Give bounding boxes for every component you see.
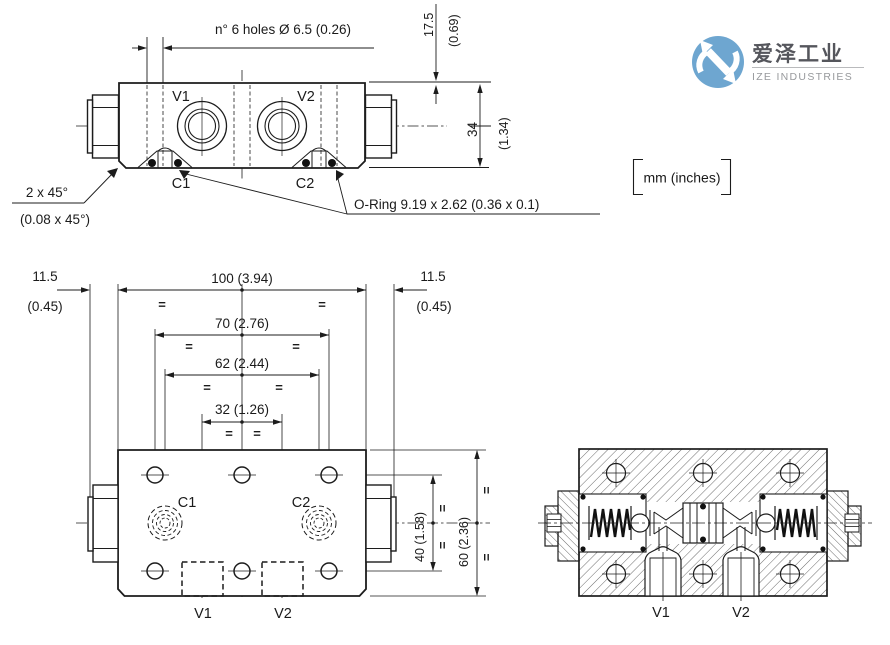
port-v1-label-top: V1 <box>172 89 190 105</box>
port-v2-label-top: V2 <box>297 89 315 105</box>
symmetry-mark: = <box>435 541 450 549</box>
port-v2-label-section: V2 <box>732 605 750 621</box>
symmetry-mark: = <box>158 297 166 312</box>
company-name-en: IZE INDUSTRIES <box>752 71 853 83</box>
o-ring-dots <box>148 159 336 167</box>
hex-nut-left-bottom <box>92 484 119 563</box>
dim-label-11-5-left-in: (0.45) <box>27 299 62 314</box>
dim-label-17-5-in: (0.69) <box>447 14 461 47</box>
hex-nut-left <box>91 94 120 159</box>
oring-note-label: O-Ring 9.19 x 2.62 (0.36 x 0.1) <box>354 197 539 212</box>
dim-label-chamfer-mm: 2 x 45° <box>26 185 68 200</box>
hex-nut-right <box>364 94 393 159</box>
dim-label-62: 62 (2.44) <box>215 356 269 371</box>
port-v2-outline <box>261 561 304 597</box>
dim-label-holes: n° 6 holes Ø 6.5 (0.26) <box>215 22 351 37</box>
dim-label-100: 100 (3.94) <box>211 271 273 286</box>
port-c2-label-top: C2 <box>296 176 315 192</box>
port-v2-label-bottom: V2 <box>274 606 292 622</box>
port-c1-label-bottom: C1 <box>178 495 197 511</box>
symmetry-mark: = <box>479 553 494 561</box>
units-legend-label: mm (inches) <box>643 170 720 186</box>
port-v1-label-section: V1 <box>652 605 670 621</box>
symmetry-mark: = <box>203 380 211 395</box>
valve-body-bottom-view <box>117 449 367 597</box>
hex-nut-right-bottom <box>365 484 392 563</box>
symmetry-mark: = <box>225 426 233 441</box>
symmetry-mark: = <box>253 426 261 441</box>
dim-label-11-5-left-mm: 11.5 <box>32 269 57 284</box>
ize-logo-icon <box>692 36 744 88</box>
port-c1-label-top: C1 <box>172 176 191 192</box>
symmetry-mark: = <box>479 486 494 494</box>
symmetry-mark: = <box>292 339 300 354</box>
top-view: V1 V2 C1 C2 n° 6 holes Ø 6.5 (0.26) 17.5… <box>12 4 600 227</box>
port-c2-label-bottom: C2 <box>292 495 311 511</box>
dim-label-11-5-right-in: (0.45) <box>416 299 451 314</box>
units-legend <box>632 158 732 196</box>
dim-label-17-5-mm: 17.5 <box>422 13 436 37</box>
dim-label-70: 70 (2.76) <box>215 316 269 331</box>
symmetry-mark: = <box>435 504 450 512</box>
dim-label-chamfer-in: (0.08 x 45°) <box>20 212 90 227</box>
symmetry-mark: = <box>318 297 326 312</box>
company-name-cn: 爱泽工业 <box>752 43 844 66</box>
symmetry-mark: = <box>185 339 193 354</box>
valve-body-top-view <box>118 82 366 169</box>
dim-label-60: 60 (2.36) <box>457 517 471 567</box>
dim-label-34-in: (1.34) <box>497 117 511 150</box>
port-v1-outline <box>181 561 224 597</box>
dim-label-32: 32 (1.26) <box>215 402 269 417</box>
dim-label-11-5-right-mm: 11.5 <box>420 269 445 284</box>
symmetry-mark: = <box>275 380 283 395</box>
dim-label-34-mm: 34 <box>465 121 480 137</box>
section-view: V1 V2 <box>538 448 872 621</box>
bottom-view: 100 (3.94) 70 (2.76) 62 (2.44) 32 (1.26)… <box>27 269 494 622</box>
port-v1-label-bottom: V1 <box>194 606 212 622</box>
spring-left <box>589 508 632 538</box>
dim-label-40: 40 (1.58) <box>413 512 427 562</box>
spring-right <box>775 508 817 538</box>
